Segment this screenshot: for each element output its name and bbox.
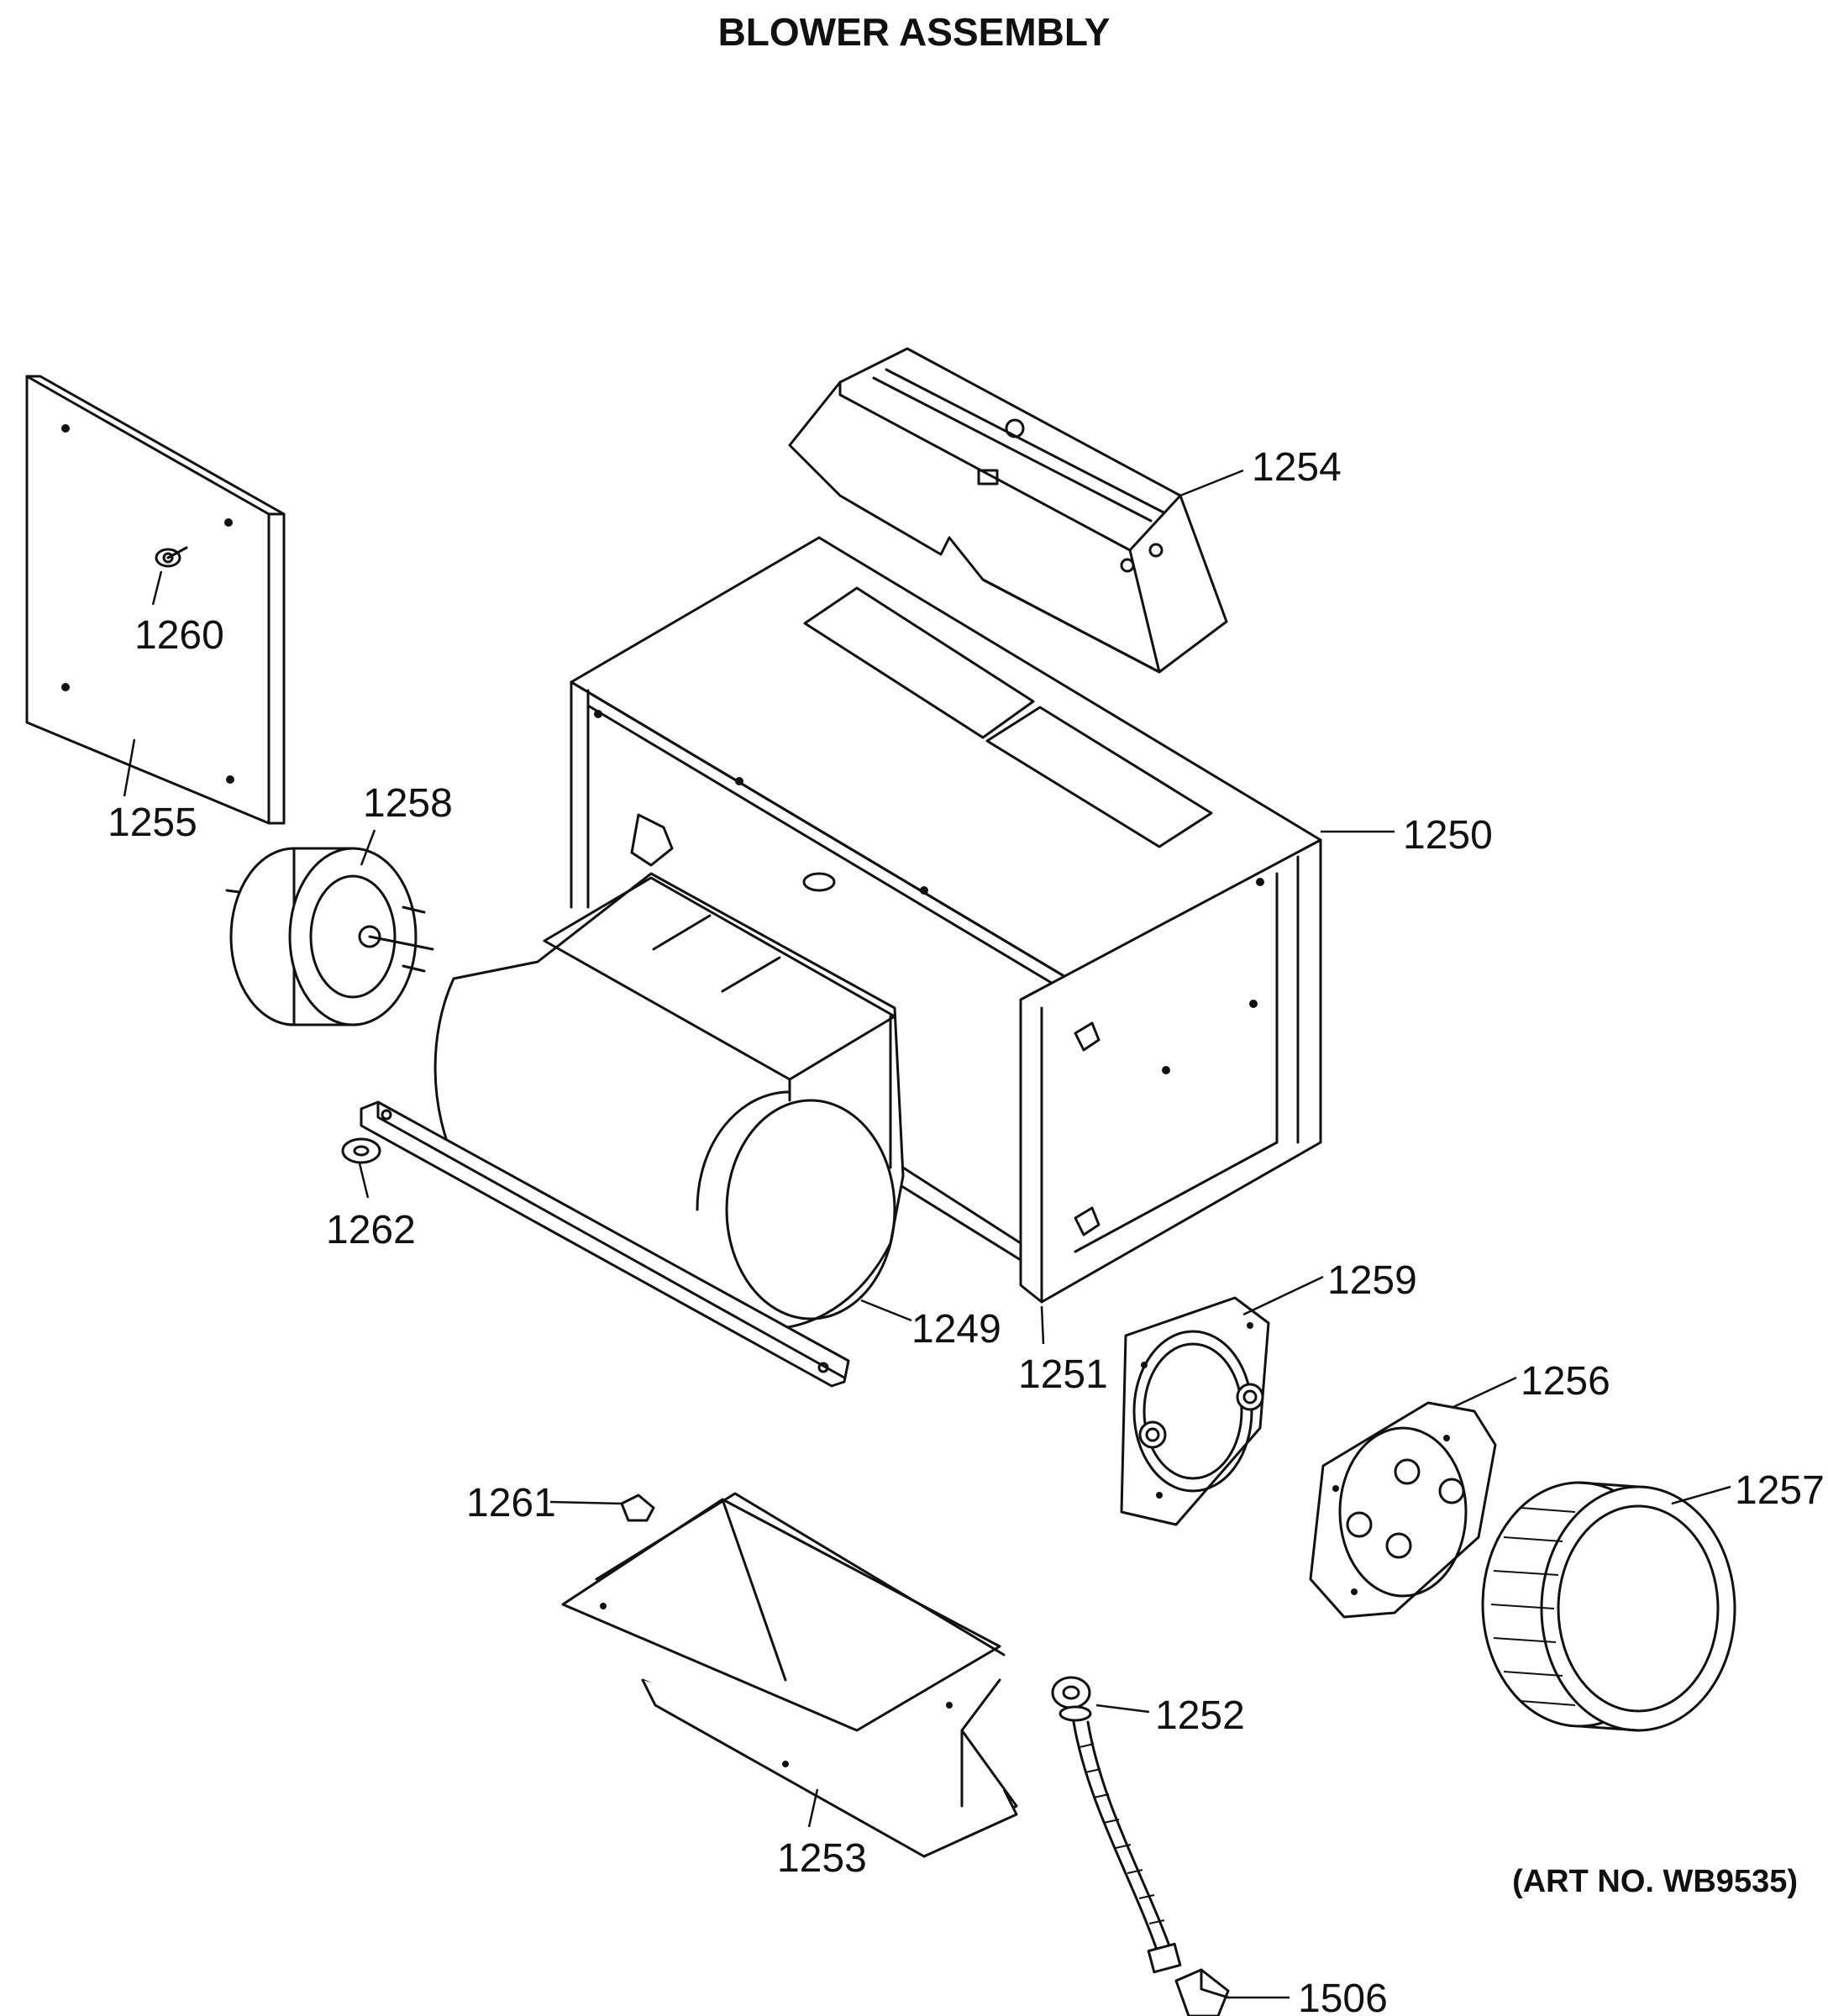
part-1262-clip [341,1137,381,1164]
callout-1259: 1259 [1327,1258,1417,1303]
callout-1249: 1249 [911,1307,1001,1352]
callout-labels: 1254 1250 1260 1255 1258 1262 1249 1251 … [108,445,1825,2016]
part-1261-clip [620,1494,655,1522]
part-1253-bottom-duct [561,1492,1018,1858]
callout-1261: 1261 [466,1481,556,1525]
part-1259-mounting-plate [1120,1296,1270,1526]
part-1506-connector [1174,1968,1230,2016]
callout-1258: 1258 [363,781,453,826]
part-1256-inlet-ring [1309,1401,1497,1619]
part-1251-support-bar [360,1100,850,1388]
callout-1253: 1253 [777,1836,867,1881]
leader-lines [123,469,1731,1999]
callout-1257: 1257 [1735,1468,1825,1513]
callout-1250: 1250 [1403,813,1493,858]
part-1249-blower-scroll [433,872,905,1331]
callout-1256: 1256 [1521,1359,1610,1404]
part-1255-side-panel [25,375,286,825]
callout-1252: 1252 [1155,1693,1245,1738]
part-1257-blower-wheel [1481,1481,1736,1732]
part-1250-housing [570,536,1322,1304]
part-1260-screw [155,546,188,568]
callout-1254: 1254 [1252,445,1342,490]
art-number: (ART NO. WB9535) [1512,1864,1798,1899]
callout-1506: 1506 [1298,1977,1388,2016]
callout-1262: 1262 [326,1208,416,1252]
callout-1251: 1251 [1018,1352,1108,1397]
callout-1255: 1255 [108,801,197,845]
part-1252-conduit [1051,1676,1182,1974]
part-1258-motor [225,847,434,1026]
diagram-title: BLOWER ASSEMBLY [718,10,1111,54]
callout-1260: 1260 [134,613,224,658]
part-1254-top-duct [788,347,1228,674]
